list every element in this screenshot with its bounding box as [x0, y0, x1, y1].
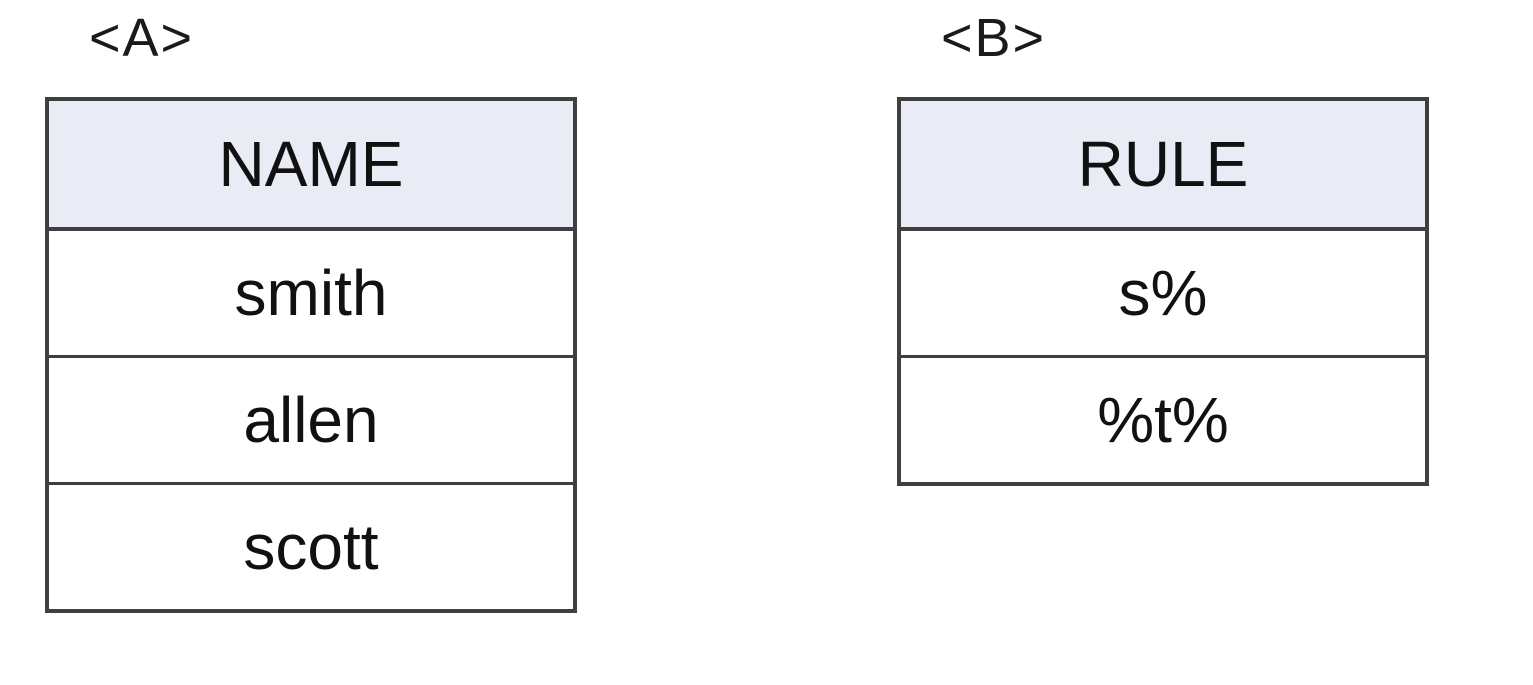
table-a-header-name: NAME: [49, 101, 573, 228]
table-a-group: <A> NAME smith allen scott: [45, 8, 577, 613]
table-b: RULE s% %t%: [897, 97, 1429, 486]
table-b-row-percent-t-percent: %t%: [901, 355, 1425, 482]
table-b-group: <B> RULE s% %t%: [897, 8, 1429, 486]
table-a: NAME smith allen scott: [45, 97, 577, 613]
table-a-row-allen: allen: [49, 355, 573, 482]
table-a-row-smith: smith: [49, 228, 573, 355]
table-b-label: <B>: [941, 8, 1047, 68]
table-a-row-scott: scott: [49, 482, 573, 609]
table-b-row-s-percent: s%: [901, 228, 1425, 355]
table-b-header-rule: RULE: [901, 101, 1425, 228]
table-a-label: <A>: [89, 8, 195, 68]
